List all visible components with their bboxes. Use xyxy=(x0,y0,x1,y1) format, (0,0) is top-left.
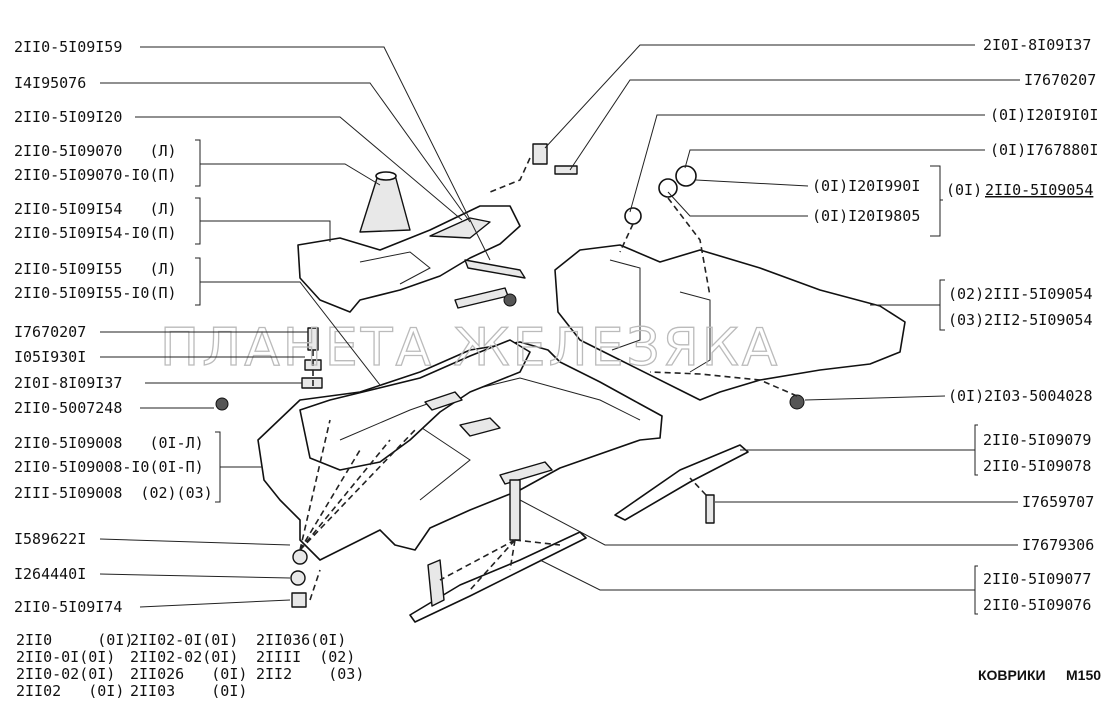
sill-trim-right-upper xyxy=(614,444,749,521)
clip-nut xyxy=(301,377,323,389)
clip xyxy=(532,143,548,165)
cap-nut xyxy=(675,165,697,187)
part-number-label: (0I)I20I9805 xyxy=(812,207,920,225)
part-number-label: (0I)I20I9I0I xyxy=(990,106,1098,124)
part-number-label: 2II0-5I09077 xyxy=(983,570,1091,588)
part-number-label: 2II0-5I09078 xyxy=(983,457,1091,475)
part-number-label: (0I)I767880I xyxy=(990,141,1098,159)
mat-clip xyxy=(459,417,501,437)
part-number-label: (03)2II2-5I09054 xyxy=(948,311,1093,329)
part-number-label: 2II0-5I09070 (Л) xyxy=(14,142,177,160)
clip xyxy=(503,293,517,307)
part-number-label: I7679306 xyxy=(1022,536,1094,554)
console-tray xyxy=(424,391,463,411)
screw xyxy=(509,479,521,541)
part-number-label: 2II0-5I09I54 (Л) xyxy=(14,200,177,218)
part-number-label: 2II0-5I09054 xyxy=(985,181,1093,199)
mat-clip xyxy=(499,461,553,485)
part-number-label: (0I)2I03-5004028 xyxy=(948,387,1093,405)
model-cell: 2II02-02(0I) xyxy=(130,648,238,666)
part-number-label: 2II0-5I09I74 xyxy=(14,598,122,616)
console-bracket xyxy=(454,287,509,309)
part-number-label: 2II0-5I09076 xyxy=(983,596,1091,614)
part-number-label: 2I0I-8I09I37 xyxy=(14,374,122,392)
part-number-label: 2II0-5I09I55 (Л) xyxy=(14,260,177,278)
model-cell: 2II2 (03) xyxy=(256,665,364,683)
part-number-label: (02)2III-5I09054 xyxy=(948,285,1093,303)
sill-trim-endcap xyxy=(427,559,445,607)
assembly-line xyxy=(309,569,321,601)
screw xyxy=(705,494,715,524)
rear-mat-fold xyxy=(679,291,711,373)
part-number-label: I7670207 xyxy=(14,323,86,341)
console-opening xyxy=(359,251,431,285)
floor-mat-fold-line xyxy=(409,419,471,501)
assembly-line xyxy=(489,157,531,193)
part-number-label: I4I95076 xyxy=(14,74,86,92)
model-cell: 2II03 (0I) xyxy=(130,682,247,700)
part-number-label: I7670207 xyxy=(1024,71,1096,89)
model-cell: 2II036(0I) xyxy=(256,631,346,649)
part-number-label: (0I) xyxy=(946,181,982,199)
spacer xyxy=(291,592,307,608)
part-number-label: 2I0I-8I09I37 xyxy=(983,36,1091,54)
model-cell: 2II02-0I(0I) xyxy=(130,631,238,649)
assembly-line xyxy=(689,477,707,496)
right-labels: 2I0I-8I09I37 I7670207 (0I)I20I9I0I (0I)I… xyxy=(812,36,1098,614)
part-number-label: I589622I xyxy=(14,530,86,548)
left-labels: 2II0-5I09I59 I4I95076 2II0-5I09I20 2II0-… xyxy=(14,38,213,616)
rear-mat-fold xyxy=(609,259,641,351)
watermark: ПЛАНЕТА ЖЕЛЕЗЯКА xyxy=(160,318,780,378)
model-cell: 2II02 (0I) xyxy=(16,682,124,700)
model-cell: 2IIII (02) xyxy=(256,648,355,666)
model-cell: 2II0 (0I) xyxy=(16,631,133,649)
gear-boot-top xyxy=(375,171,397,181)
washer xyxy=(658,178,678,198)
part-number-label: 2II0-5007248 xyxy=(14,399,122,417)
part-number-label: 2II0-5I09070-I0(П) xyxy=(14,166,177,184)
nut xyxy=(292,549,308,565)
page-code: M150 xyxy=(1066,667,1101,683)
part-number-label: 2II0-5I09I54-I0(П) xyxy=(14,224,177,242)
console-bracket xyxy=(464,259,526,279)
plastic-rivet xyxy=(215,397,229,411)
gear-lever-boot xyxy=(359,174,411,233)
model-cell: 2II0-02(0I) xyxy=(16,665,115,683)
console-switch-panel xyxy=(429,217,491,239)
part-number-label: 2II0-5I09I20 xyxy=(14,108,122,126)
sill-trim-right-lower xyxy=(409,531,587,623)
model-applicability-table: 2II0 (0I) 2II02-0I(0I) 2II036(0I) 2II0-0… xyxy=(16,631,364,700)
part-number-label: 2II0-5I09I59 xyxy=(14,38,122,56)
parts-illustration xyxy=(215,143,906,623)
part-number-label: I264440I xyxy=(14,565,86,583)
assembly-line xyxy=(649,371,798,397)
part-number-label: I7659707 xyxy=(1022,493,1094,511)
section-title: КОВРИКИ xyxy=(978,667,1046,683)
washer xyxy=(290,570,306,586)
model-cell: 2II026 (0I) xyxy=(130,665,247,683)
part-number-label: 2II0-5I09079 xyxy=(983,431,1091,449)
assembly-line xyxy=(439,539,561,591)
part-number-label: 2II0-5I09008-I0(0I-П) xyxy=(14,458,204,476)
center-console xyxy=(299,339,531,471)
part-number-label: (0I)I20I990I xyxy=(812,177,920,195)
assembly-line xyxy=(619,197,711,297)
part-number-label: 2II0-5I09I55-I0(П) xyxy=(14,284,177,302)
part-number-label: I05I930I xyxy=(14,348,86,366)
plastic-rivet xyxy=(789,394,805,410)
part-number-label: 2III-5I09008 (02)(03) xyxy=(14,484,213,502)
screw xyxy=(554,165,578,175)
leader-lines xyxy=(99,44,1020,615)
washer xyxy=(624,207,642,225)
part-number-label: 2II0-5I09008 (0I-Л) xyxy=(14,434,204,452)
model-cell: 2II0-0I(0I) xyxy=(16,648,115,666)
rear-floor-mat xyxy=(554,244,906,401)
